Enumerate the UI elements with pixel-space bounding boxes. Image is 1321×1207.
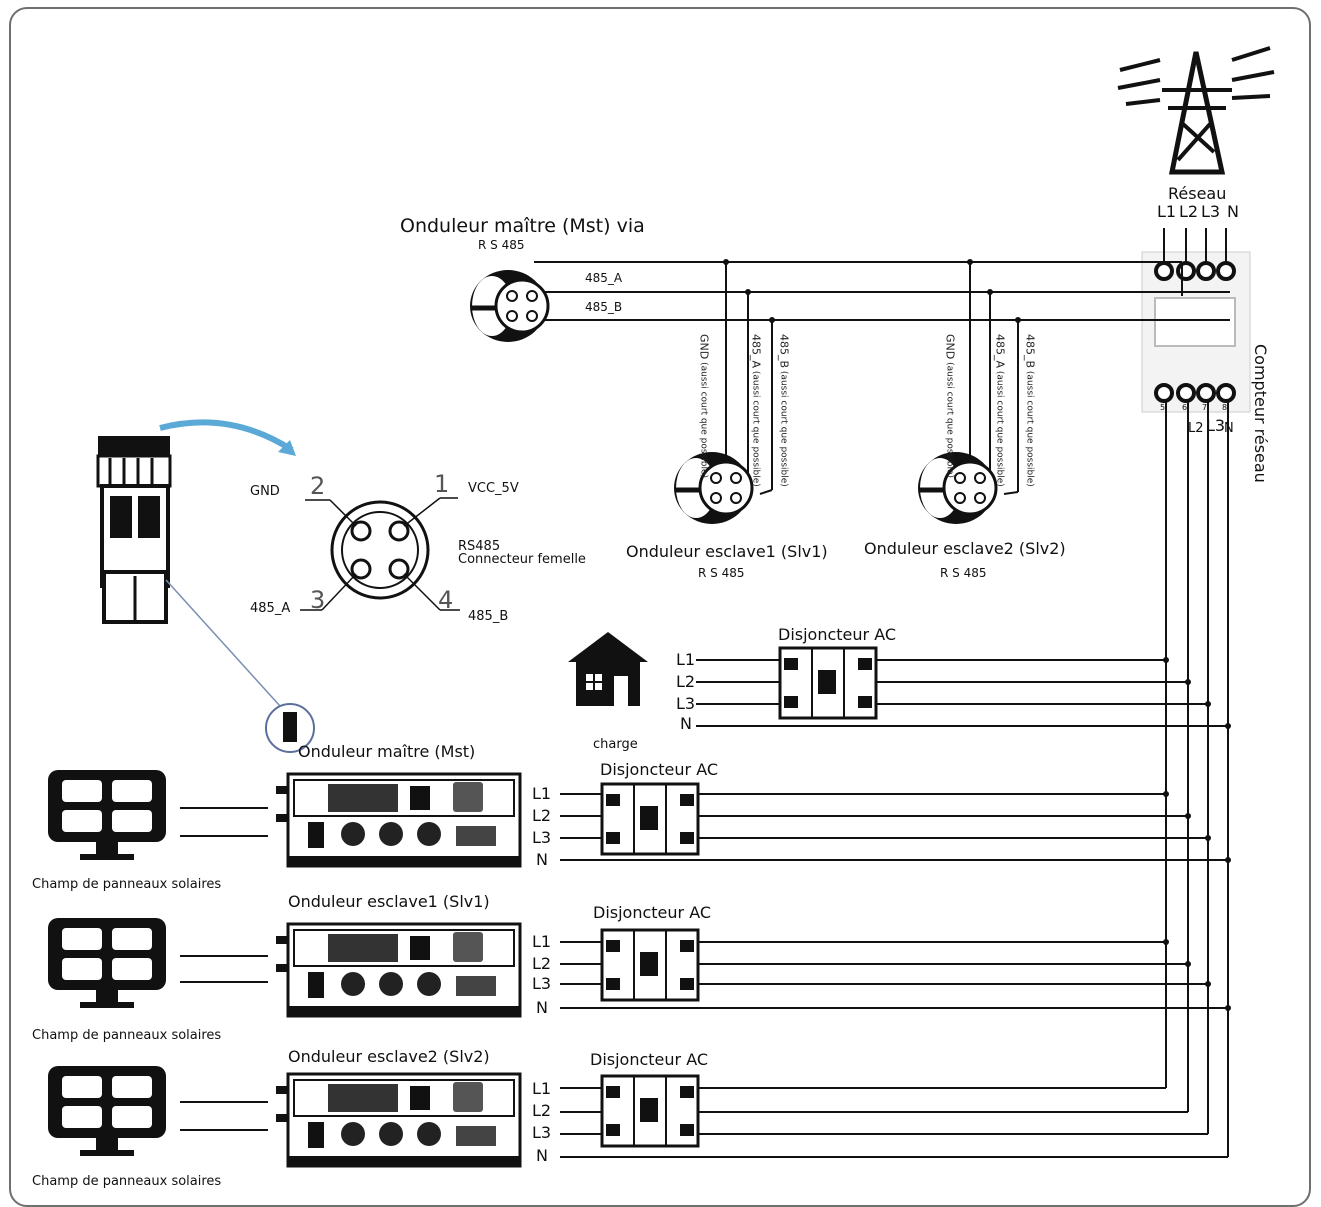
slave1-gnd-note: GND (aussi court que possible) xyxy=(697,334,711,479)
rs485-master-title: Onduleur maître (Mst) via xyxy=(400,215,645,237)
grid-tower-icon xyxy=(1117,46,1275,175)
slave2-485b-note: 485_B (aussi court que possible) xyxy=(1023,334,1037,487)
meter-out-n: N xyxy=(1224,421,1234,436)
inverter-3-line-n: N xyxy=(536,1146,548,1165)
slave2-485a-note: 485_A (aussi court que possible) xyxy=(993,334,1007,487)
rs485-slave1-sub: R S 485 xyxy=(698,566,745,580)
inverter-2-line-l1: L1 xyxy=(532,932,552,951)
meter-out-l2: L2 xyxy=(1188,421,1204,436)
rs485-plug-icon xyxy=(96,436,172,624)
inverter-1-line-l3: L3 xyxy=(532,828,552,847)
rs485-bus xyxy=(522,261,1230,495)
house-icon xyxy=(567,631,649,707)
rs485-slave1-title: Onduleur esclave1 (Slv1) xyxy=(626,542,828,561)
slave1-rs485-connector-icon xyxy=(674,452,752,524)
breaker-slave1-icon xyxy=(600,928,700,1002)
breaker-slave2-icon xyxy=(600,1074,700,1148)
inverter-3-line-l3: L3 xyxy=(532,1123,552,1142)
inverter-1-line-l2: L2 xyxy=(532,806,552,825)
pin-4-number: 4 xyxy=(438,586,454,614)
load-breaker-icon xyxy=(778,646,878,720)
inverter-slave1-icon xyxy=(274,922,522,1018)
inverter-1-breaker-label: Disjoncteur AC xyxy=(600,760,719,779)
pinout-subtitle: Connecteur femelle xyxy=(458,552,586,567)
flow-arrow-icon xyxy=(159,419,294,453)
rs485-line-b: 485_B xyxy=(585,300,623,314)
ac-bus-lines xyxy=(1165,402,1229,1157)
slave2-rs485-connector-icon xyxy=(918,452,996,524)
inverter-3-breaker-label: Disjoncteur AC xyxy=(590,1050,709,1069)
rs485-slave2-sub: R S 485 xyxy=(940,566,987,580)
inverter-2-line-l3: L3 xyxy=(532,974,552,993)
load-line-n: N xyxy=(680,714,692,733)
inverter-1-pv-label: Champ de panneaux solaires xyxy=(32,877,222,892)
breaker-master-icon xyxy=(600,782,700,856)
grid-phase-l3: L3 xyxy=(1201,202,1221,221)
master-rs485-connector-icon xyxy=(470,270,548,342)
pin-1-name: VCC_5V xyxy=(468,481,519,496)
meter-out-l3: L3 xyxy=(1206,416,1226,435)
load-breaker-label: Disjoncteur AC xyxy=(778,625,897,644)
solar-panel-icon-1 xyxy=(48,770,166,860)
pin-1-number: 1 xyxy=(434,470,450,498)
inverter-2-breaker-label: Disjoncteur AC xyxy=(593,903,712,922)
pin-3-name: 485_A xyxy=(250,601,291,616)
inverter-2-line-l2: L2 xyxy=(532,954,552,973)
solar-panel-icon-2 xyxy=(48,918,166,1008)
load-label: charge xyxy=(593,737,638,752)
inverter-2-title: Onduleur esclave1 (Slv1) xyxy=(288,892,490,911)
inverter-1-line-l1: L1 xyxy=(532,784,552,803)
rs485-slave2-title: Onduleur esclave2 (Slv2) xyxy=(864,539,1066,558)
inverter-3-title: Onduleur esclave2 (Slv2) xyxy=(288,1047,490,1066)
pin-4-name: 485_B xyxy=(468,609,509,624)
inverter-3-line-l1: L1 xyxy=(532,1079,552,1098)
meter-title: Compteur réseau xyxy=(1251,344,1270,483)
inverter-2-line-n: N xyxy=(536,998,548,1017)
rs485-master-sub: R S 485 xyxy=(478,238,525,252)
grid-title: Réseau xyxy=(1168,184,1227,203)
inverter-3-pv-label: Champ de panneaux solaires xyxy=(32,1174,222,1189)
meter-terminal-7: 7 xyxy=(1202,403,1208,412)
pinout-title: RS485 xyxy=(458,539,501,554)
rs485-line-a: 485_A xyxy=(585,271,623,285)
grid-meter xyxy=(1141,251,1251,413)
inverter-slave2-icon xyxy=(274,1072,522,1168)
slave2-gnd-note: GND (aussi court que possible) xyxy=(943,334,957,479)
pin-2-number: 2 xyxy=(310,472,326,500)
meter-terminal-5: 5 xyxy=(1160,403,1166,412)
load-line-l3: L3 xyxy=(676,694,696,713)
inverter-1-line-n: N xyxy=(536,850,548,869)
inverter-1-title: Onduleur maître (Mst) xyxy=(298,742,476,761)
inverter-master-icon xyxy=(274,772,522,868)
solar-panel-icon-3 xyxy=(48,1066,166,1156)
meter-terminal-8: 8 xyxy=(1222,403,1228,412)
inverter-2-pv-label: Champ de panneaux solaires xyxy=(32,1028,222,1043)
load-line-l2: L2 xyxy=(676,672,696,691)
grid-phase-n: N xyxy=(1227,202,1239,221)
slave1-485a-note: 485_A (aussi court que possible) xyxy=(749,334,763,487)
meter-terminal-6: 6 xyxy=(1182,403,1188,412)
grid-phase-l2: L2 xyxy=(1179,202,1199,221)
grid-phase-l1: L1 xyxy=(1157,202,1177,221)
pin-3-number: 3 xyxy=(310,586,326,614)
inverter-3-line-l2: L2 xyxy=(532,1101,552,1120)
slave1-485b-note: 485_B (aussi court que possible) xyxy=(777,334,791,487)
pin-2-name: GND xyxy=(250,484,280,499)
load-line-l1: L1 xyxy=(676,650,696,669)
